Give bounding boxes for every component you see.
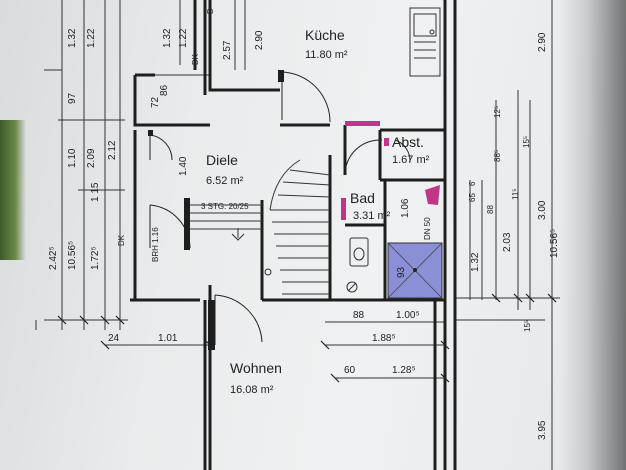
dim-bottom-60: 60: [344, 365, 356, 376]
stairs-label: 3 STG. 20/25: [201, 202, 249, 211]
dim-left-2-12: 2.12: [107, 140, 118, 160]
dim-right-1-32: 1.32: [470, 252, 481, 272]
bottom-dimension-lines: [105, 321, 445, 379]
left-dimension-lines: [35, 0, 128, 330]
d-top-label: D: [206, 8, 215, 14]
room-name-kueche: Küche: [305, 27, 345, 43]
photo-shadow-right: [560, 0, 626, 470]
room-area-wohnen: 16.08 m²: [230, 384, 274, 396]
room-area-diele: 6.52 m²: [206, 175, 244, 187]
room-name-bad: Bad: [350, 190, 375, 206]
entry-steps: [190, 204, 262, 241]
walls: [130, 0, 457, 470]
dim-left-1-40: 1.40: [178, 156, 189, 176]
dim-left-115: 1 15: [90, 182, 101, 202]
dim-right-15-5a: 15⁵: [522, 136, 531, 148]
dim-right-3-95: 3.95: [537, 420, 548, 440]
dk-top-label: DK: [191, 53, 200, 65]
dim-bottom-1-885: 1.88⁵: [372, 333, 396, 344]
dn50-label: DN 50: [423, 217, 432, 240]
dim-right-12-5: 12⁵: [493, 106, 502, 118]
door-jambs: [148, 70, 284, 350]
room-area-abst: 1.67 m²: [392, 154, 430, 166]
dim-bottom-24: 24: [108, 333, 120, 344]
dim-top-1-32: 1.32: [162, 28, 173, 48]
dim-left-1-725: 1.72⁵: [90, 246, 101, 270]
dim-bottom-88: 88: [353, 310, 365, 321]
dim-left-72: 72: [150, 96, 161, 108]
dim-top-1-22: 1.22: [178, 28, 189, 48]
dim-left-2-09: 2.09: [86, 148, 97, 168]
room-name-abst: Abst.: [392, 134, 424, 150]
dim-left-1-10: 1.10: [67, 148, 78, 168]
dim-bottom-1-01: 1.01: [158, 333, 178, 344]
dim-left-86: 86: [159, 84, 170, 96]
dim-right-2-03: 2.03: [502, 232, 513, 252]
dim-right-2-90: 2.90: [537, 32, 548, 52]
room-area-bad: 3.31 m²: [353, 210, 391, 222]
dim-right-6: 6: [468, 181, 477, 186]
room-area-kueche: 11.80 m²: [305, 49, 348, 61]
plant-leaf-background: [0, 120, 26, 260]
dim-left-1-32: 1.32: [67, 28, 78, 48]
dim-right-10-565: 10.56⁵: [549, 229, 560, 258]
dim-right-88-5: 88⁵: [493, 150, 502, 162]
dim-left-97: 97: [67, 92, 78, 104]
shower-dim-label: 93: [396, 266, 407, 278]
room-name-diele: Diele: [206, 152, 238, 168]
kitchen-sink: [409, 7, 441, 77]
dim-right-1-06: 1.06: [400, 198, 411, 218]
dimension-ticks: [57, 293, 557, 383]
brh-label: BRH 1.16: [151, 227, 160, 262]
dim-bottom-1-285: 1.28⁵: [392, 365, 416, 376]
dim-left-2-425: 2.42⁵: [48, 246, 59, 270]
bathroom-fixtures: [346, 237, 443, 299]
dim-right-11-5: 11⁵: [511, 188, 520, 200]
dim-top-2-90: 2.90: [254, 30, 265, 50]
right-dimension-lines: [455, 0, 560, 470]
staircase: [264, 159, 331, 295]
room-name-wohnen: Wohnen: [230, 360, 282, 376]
dim-left-10-565: 10.56⁵: [67, 241, 78, 270]
dk-left-label: DK: [117, 234, 126, 246]
dim-left-1-22: 1.22: [86, 28, 97, 48]
dim-top-2-57: 2.57: [222, 40, 233, 60]
dim-right-3-00: 3.00: [537, 200, 548, 220]
dim-bottom-1-005: 1.00⁵: [396, 310, 420, 321]
magenta-markings: [341, 121, 440, 220]
dim-right-88: 88: [486, 205, 495, 214]
dim-right-65: 65: [468, 193, 477, 202]
dim-right-15-5b: 15⁵: [523, 320, 532, 332]
